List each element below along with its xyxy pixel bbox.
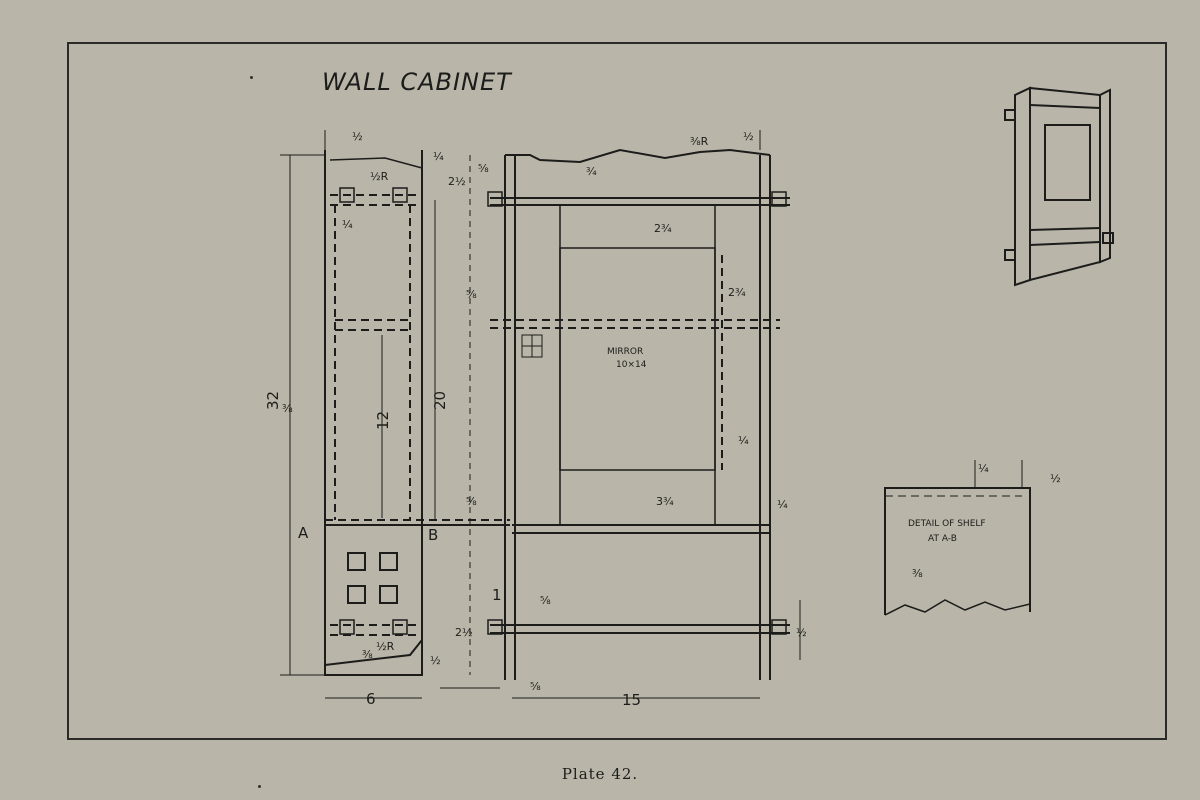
detail-dim-half: ½ xyxy=(1050,472,1061,485)
detail-label-line1: DETAIL OF SHELF xyxy=(908,519,986,529)
front-top-edge xyxy=(505,148,771,164)
drawing-title: WALL CABINET xyxy=(322,68,512,96)
dim-quarter-side: ¼ xyxy=(342,218,353,231)
mirror-size: 10×14 xyxy=(616,360,647,370)
point-a-label: A xyxy=(298,524,309,542)
dim-two-half-top: 2½ xyxy=(448,175,466,188)
dim-three-eighths-left: ⅜ xyxy=(282,402,293,415)
dim-two-three-fourths-top: 2¾ xyxy=(654,222,672,235)
dim-five-eighths-low: ⅝ xyxy=(466,495,477,508)
dim-two-half-bottom: 2½ xyxy=(455,626,473,639)
side-panel-outline xyxy=(324,150,423,676)
dim-half-bottom: ½ xyxy=(430,654,441,667)
cutout-squares xyxy=(347,552,398,604)
dim-half-shelf-right: ½ xyxy=(796,626,807,639)
dim-front-width: 15 xyxy=(622,691,641,709)
dim-half-top-left: ½ xyxy=(352,130,363,143)
detail-label-line2: AT A-B xyxy=(928,534,957,544)
mirror-label: MIRROR xyxy=(607,347,643,357)
dimension-lines xyxy=(280,130,801,699)
dim-five-eighths-base: ⅝ xyxy=(530,680,541,693)
dim-half-top-right: ½ xyxy=(743,130,754,143)
dim-quarter-mirror: ¼ xyxy=(738,434,749,447)
dim-five-eighths-top: ⅝ xyxy=(478,162,489,175)
speck xyxy=(258,785,261,788)
plate-frame xyxy=(67,42,1167,740)
plate-caption: Plate 42. xyxy=(561,765,639,783)
dim-side-width: 6 xyxy=(366,690,376,708)
dim-three-eighth-r: ⅜R xyxy=(690,135,709,148)
dim-one: 1 xyxy=(492,586,502,604)
side-top-curve xyxy=(329,157,423,169)
dim-quarter-top: ¼ xyxy=(433,150,444,163)
dimension-labels: 32 ⅜ 12 20 6 15 ½ ½R ¼ 2½ ⅝ ¼ ¾ ⅜R ½ 2¾ … xyxy=(264,130,1061,709)
front-view xyxy=(487,148,790,680)
dim-side-panel: 12 xyxy=(374,411,392,430)
dim-five-eighths-shelf: ⅝ xyxy=(540,594,551,607)
dim-half-r-bottom: ½R xyxy=(376,640,395,653)
dim-two-three-fourths-side: 2¾ xyxy=(728,286,746,299)
isometric-sketch xyxy=(1004,86,1114,287)
bolt-heads-bottom xyxy=(339,619,408,635)
dim-quarter-right: ¼ xyxy=(777,498,788,511)
speck xyxy=(250,76,253,79)
dim-three-eighths-bottom: ⅜ xyxy=(362,648,373,661)
shelf-detail xyxy=(884,460,1031,616)
side-bottom-taper xyxy=(324,639,423,666)
dim-three-fourths-top: ¾ xyxy=(586,165,597,178)
dim-height: 32 xyxy=(264,391,282,410)
detail-dim-quarter: ¼ xyxy=(978,462,989,475)
dim-five-eighths-mid: ⅝ xyxy=(466,288,477,301)
bolt-heads-top xyxy=(339,187,408,203)
dim-inner-height: 20 xyxy=(431,391,449,410)
dim-half-r: ½R xyxy=(370,170,389,183)
mirror-glass xyxy=(559,247,716,471)
dim-three-fourths-low: 3¾ xyxy=(656,495,674,508)
small-grid-mark xyxy=(521,334,543,358)
detail-dim-three-eighths: ⅜ xyxy=(912,567,923,580)
point-b-label: B xyxy=(428,526,438,544)
side-view xyxy=(324,150,510,676)
